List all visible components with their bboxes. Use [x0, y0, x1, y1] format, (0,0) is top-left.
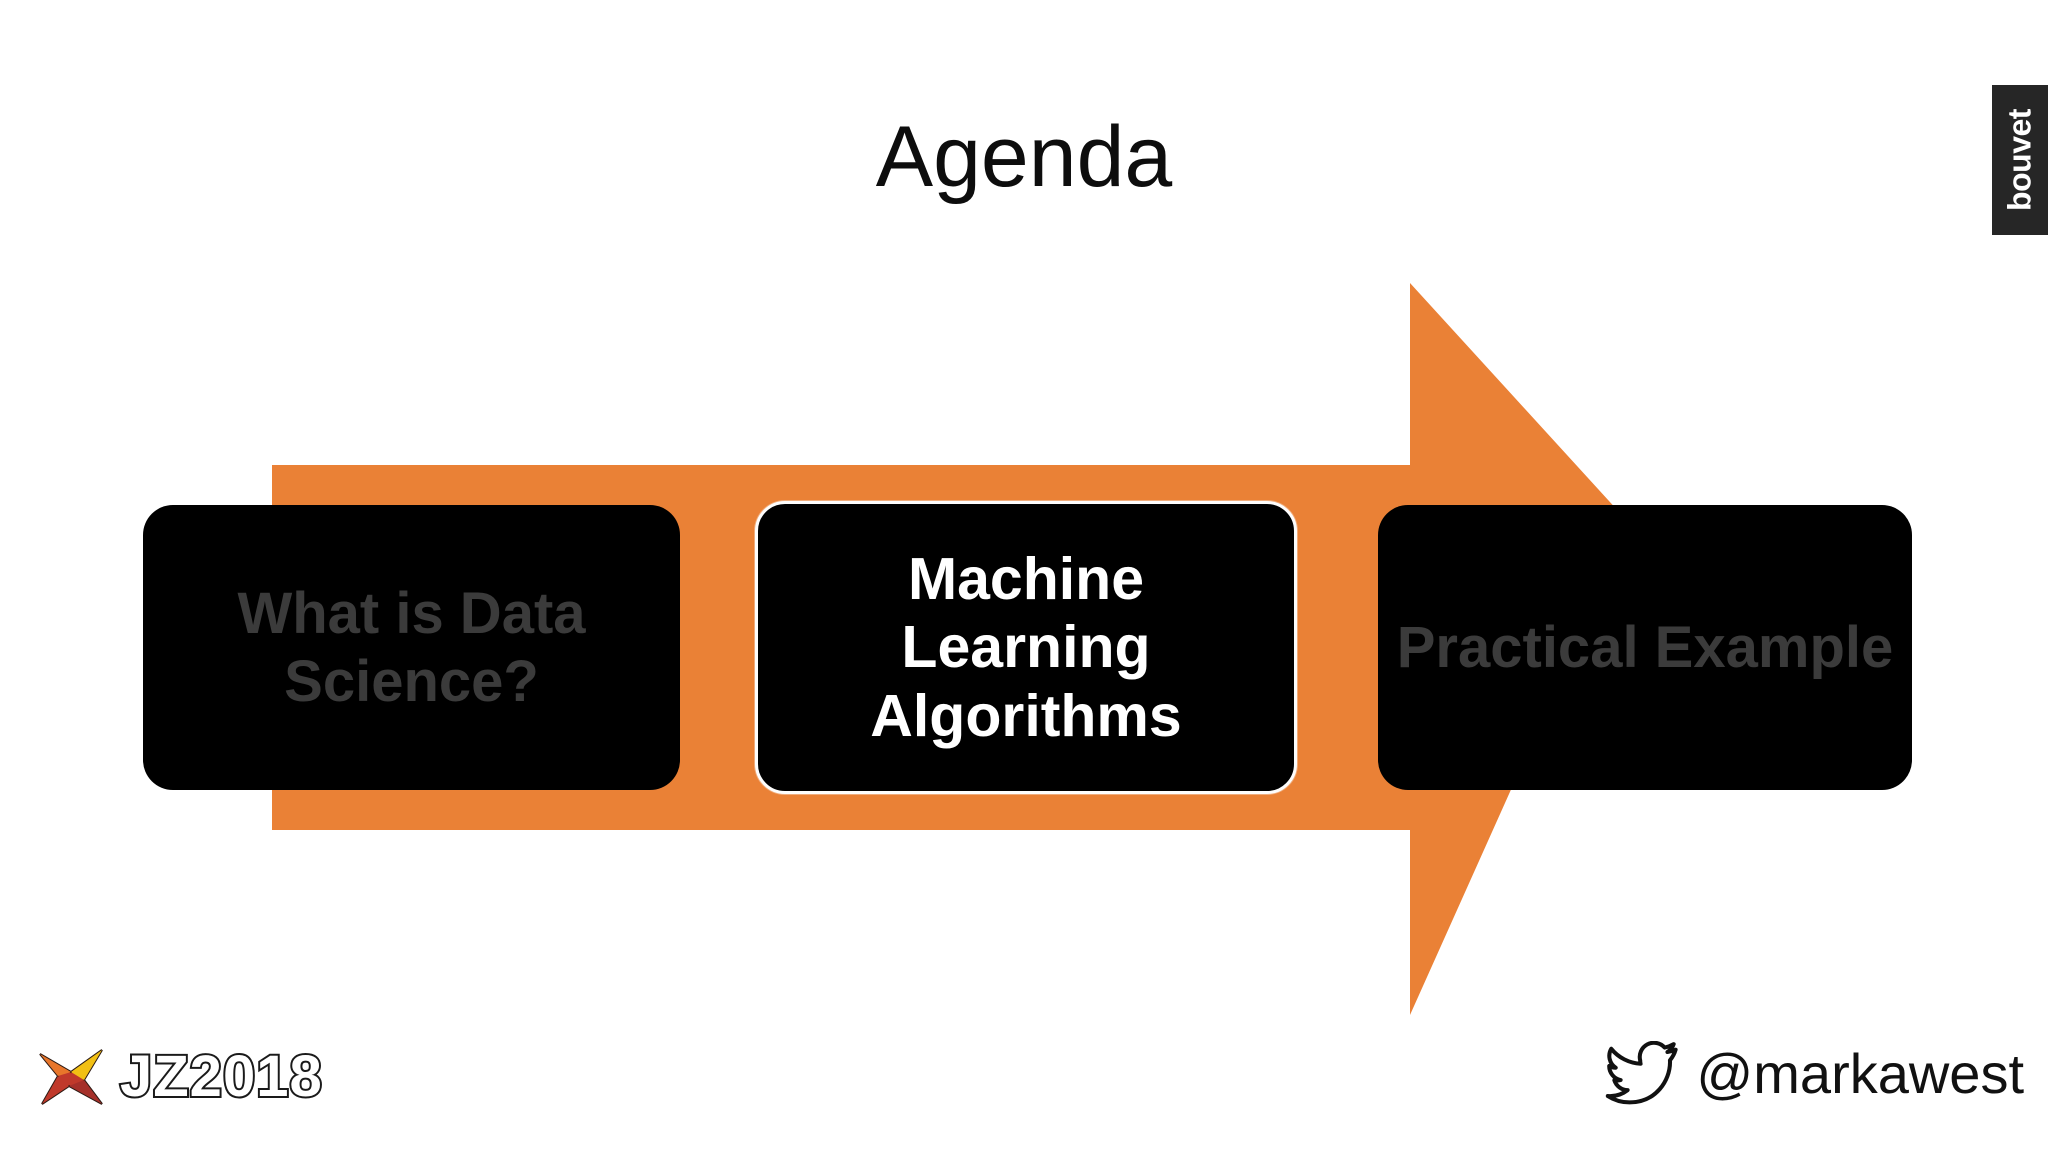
agenda-step-label: Machine Learning Algorithms	[870, 545, 1182, 749]
bouvet-logo-text: bouvet	[2001, 109, 2038, 211]
agenda-step-label: Practical Example	[1396, 614, 1894, 680]
conference-wordmark: JZ2018	[118, 1044, 324, 1109]
conference-logo: JZ2018	[36, 1040, 324, 1114]
agenda-step-practical-example[interactable]: Practical Example	[1378, 505, 1912, 790]
social-handle-block: @markawest	[1604, 1036, 2024, 1112]
twitter-handle-text: @markawest	[1696, 1042, 2024, 1105]
jz-star-icon	[36, 1042, 106, 1112]
bouvet-logo-tab: bouvet	[1992, 85, 2048, 235]
slide-title: Agenda	[875, 109, 1173, 205]
jz-star-glyph	[39, 1049, 103, 1105]
agenda-step-machine-learning-algorithms[interactable]: Machine Learning Algorithms	[755, 501, 1297, 794]
agenda-step-label: What is Data Science?	[237, 581, 586, 714]
twitter-bird-icon	[1606, 1041, 1679, 1105]
agenda-step-what-is-data-science[interactable]: What is Data Science?	[143, 505, 680, 790]
